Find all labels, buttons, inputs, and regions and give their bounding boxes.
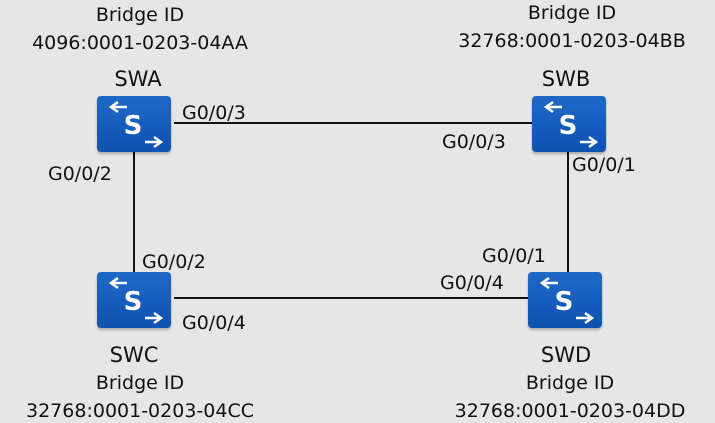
swc-port-g002: G0/0/2	[142, 251, 206, 273]
swa-port-g002: G0/0/2	[48, 163, 112, 185]
swd-bridge-id: 32768:0001-0203-04DD	[454, 400, 686, 422]
svg-text:S: S	[559, 111, 578, 141]
swa-bridge-id: 4096:0001-0203-04AA	[32, 32, 248, 54]
svg-text:S: S	[124, 287, 143, 317]
swc-port-g004: G0/0/4	[182, 312, 246, 334]
swd-port-g004: G0/0/4	[440, 272, 504, 294]
switch-icon: S	[532, 96, 606, 152]
switch-icon: S	[97, 96, 171, 152]
swa-port-g003: G0/0/3	[182, 102, 246, 124]
switch-icon: S	[97, 272, 171, 328]
swc-bridge-label: Bridge ID	[95, 372, 185, 394]
swd-name: SWD	[540, 343, 592, 367]
swb-bridge-id: 32768:0001-0203-04BB	[458, 30, 686, 52]
switch-icon: S	[528, 272, 602, 328]
swb-port-g001: G0/0/1	[572, 154, 636, 176]
swd-bridge-label: Bridge ID	[525, 372, 615, 394]
swa-bridge-label: Bridge ID	[95, 4, 185, 26]
swb-port-g003: G0/0/3	[442, 131, 506, 153]
svg-text:S: S	[555, 287, 574, 317]
swa-name: SWA	[114, 67, 162, 91]
swc-bridge-id: 32768:0001-0203-04CC	[26, 400, 254, 422]
swb-name: SWB	[541, 67, 591, 91]
swd-port-g001: G0/0/1	[482, 245, 546, 267]
swc-name: SWC	[109, 343, 159, 367]
swb-bridge-label: Bridge ID	[527, 2, 617, 24]
svg-text:S: S	[124, 111, 143, 141]
